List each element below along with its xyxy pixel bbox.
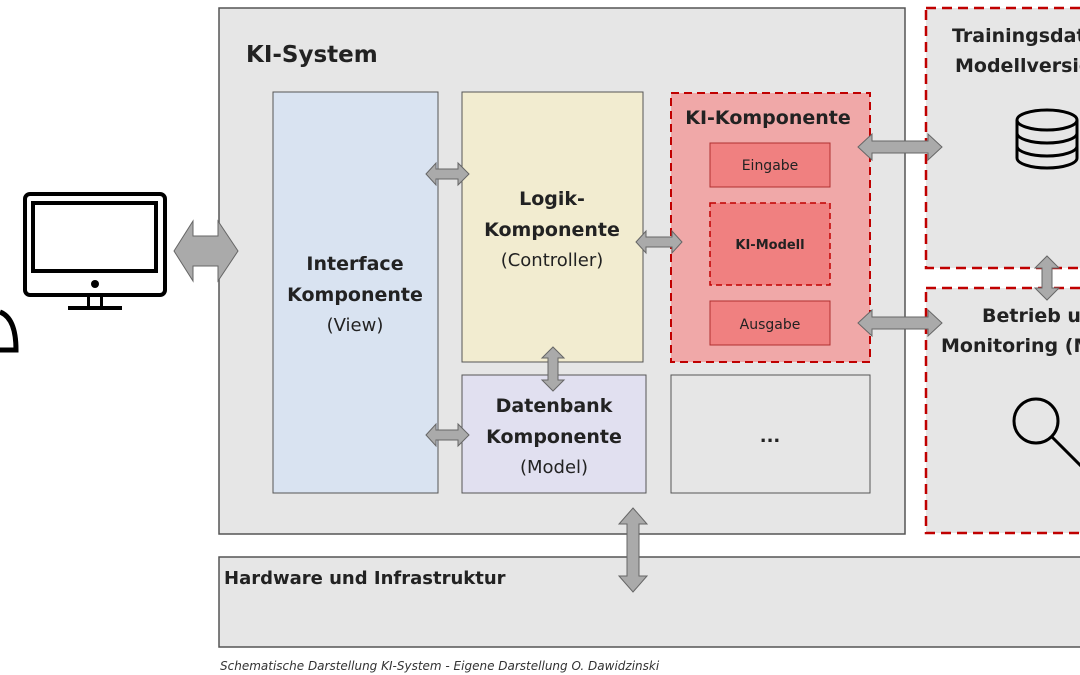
arrow-ki-training [857,132,943,162]
eingabe-label: Eingabe [742,158,799,174]
ausgabe-box [709,300,831,346]
arrow-training-betrieb [1033,255,1061,301]
ki-modell-box [709,202,831,286]
logik-component [461,91,644,363]
logik-line2: Komponente [484,219,620,241]
ausgabe-label: Ausgabe [740,317,801,333]
arrow-logik-ki [635,229,683,255]
interface-component [272,91,439,494]
caption: Schematische Darstellung KI-System - Eig… [220,659,660,673]
other-component [670,374,871,494]
training-line1: Trainingsdaten [952,25,1080,47]
logik-line3: (Controller) [501,250,604,271]
training-box [924,6,1080,270]
other-label: ... [760,426,781,447]
arrow-system-hardware [617,507,649,593]
arrow-logik-datenbank [540,346,566,392]
eingabe-box [709,142,831,188]
datenbank-line3: (Model) [520,457,588,478]
monitor-icon [23,192,167,310]
betrieb-line2: Monitoring (MLOps) [941,335,1080,357]
interface-line1: Interface [306,253,403,275]
logik-line1: Logik- [519,188,585,210]
hardware-label: Hardware und Infrastruktur [224,568,506,589]
arrow-interface-datenbank [425,422,470,448]
datenbank-line2: Komponente [486,426,622,448]
interface-line3: (View) [327,315,384,336]
hardware-box [218,556,1080,648]
training-line2: Modellversion [955,55,1080,77]
arrow-ki-betrieb [857,308,943,338]
ki-component-title: KI-Komponente [685,107,850,129]
database-icon [1015,108,1079,170]
user-icon [0,309,19,353]
arrow-monitor-system [173,219,239,283]
arrow-interface-logik-top [425,161,470,187]
betrieb-line1: Betrieb und [982,305,1080,327]
ki-system-title: KI-System [246,42,378,68]
ki-modell-label: KI-Modell [735,238,804,253]
interface-line2: Komponente [287,284,423,306]
datenbank-line1: Datenbank [496,395,613,417]
